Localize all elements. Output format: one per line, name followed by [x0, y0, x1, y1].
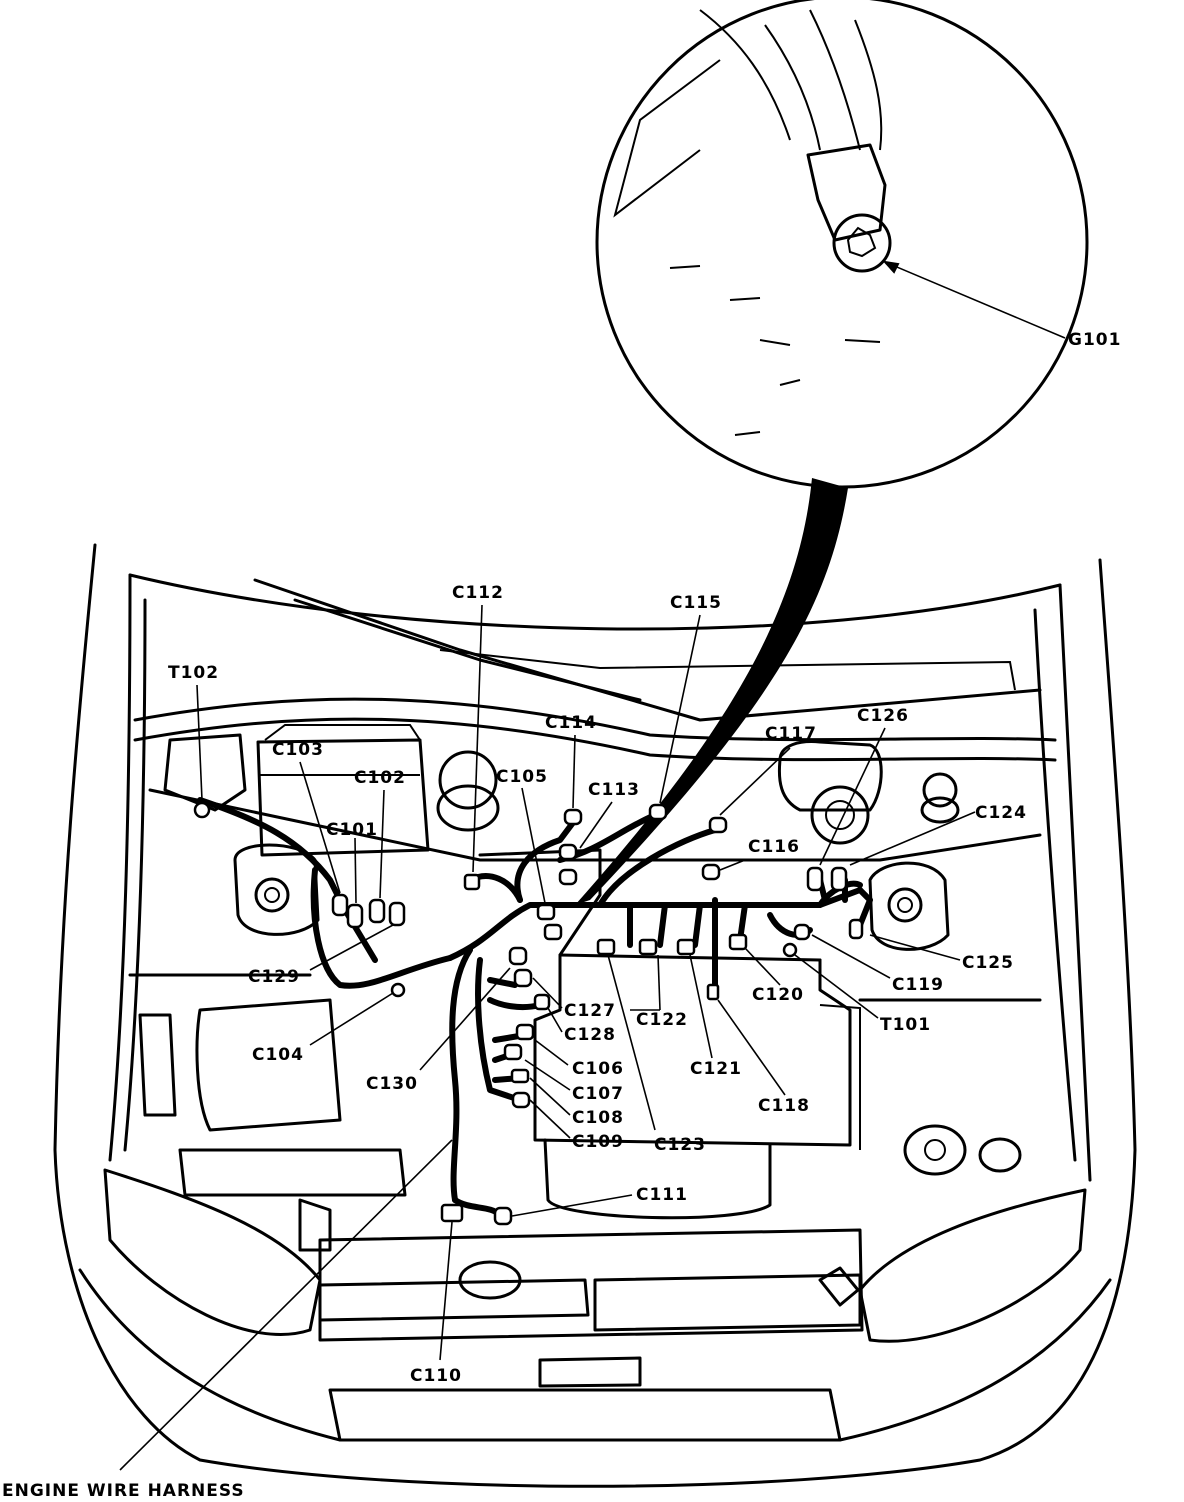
label-c111: C111 — [636, 1185, 688, 1205]
label-c107: C107 — [572, 1084, 624, 1104]
label-c118: C118 — [758, 1096, 810, 1116]
label-c124: C124 — [975, 803, 1027, 823]
label-g101: G101 — [1068, 330, 1121, 350]
label-c110: C110 — [410, 1366, 462, 1386]
label-c105: C105 — [496, 767, 548, 787]
label-t101: T101 — [880, 1015, 931, 1035]
connectors — [193, 801, 864, 1226]
label-c128: C128 — [564, 1025, 616, 1045]
label-c116: C116 — [748, 837, 800, 857]
label-c130: C130 — [366, 1074, 418, 1094]
label-c103: C103 — [272, 740, 324, 760]
label-c112: C112 — [452, 583, 504, 603]
label-c101: C101 — [326, 820, 378, 840]
label-t102: T102 — [168, 663, 219, 683]
label-c113: C113 — [588, 780, 640, 800]
label-c121: C121 — [690, 1059, 742, 1079]
label-c109: C109 — [572, 1132, 624, 1152]
label-engine-wire-harness: ENGINE WIRE HARNESS — [2, 1481, 245, 1501]
label-c102: C102 — [354, 768, 406, 788]
label-c117: C117 — [765, 724, 817, 744]
label-c127: C127 — [564, 1001, 616, 1021]
label-c108: C108 — [572, 1108, 624, 1128]
component-labels: G101 C112 C115 T102 C114 C117 C126 C103 … — [2, 330, 1121, 1501]
label-c122: C122 — [636, 1010, 688, 1030]
label-c129: C129 — [248, 967, 300, 987]
label-c120: C120 — [752, 985, 804, 1005]
label-c114: C114 — [545, 713, 597, 733]
label-c123: C123 — [654, 1135, 706, 1155]
label-c106: C106 — [572, 1059, 624, 1079]
label-c126: C126 — [857, 706, 909, 726]
label-c115: C115 — [670, 593, 722, 613]
leader-lines — [119, 604, 976, 1471]
vehicle-outline — [53, 543, 1137, 1488]
label-c104: C104 — [252, 1045, 304, 1065]
label-c119: C119 — [892, 975, 944, 995]
inset-pointer — [575, 478, 848, 905]
label-c125: C125 — [962, 953, 1014, 973]
ground-detail-inset — [595, 0, 1089, 489]
